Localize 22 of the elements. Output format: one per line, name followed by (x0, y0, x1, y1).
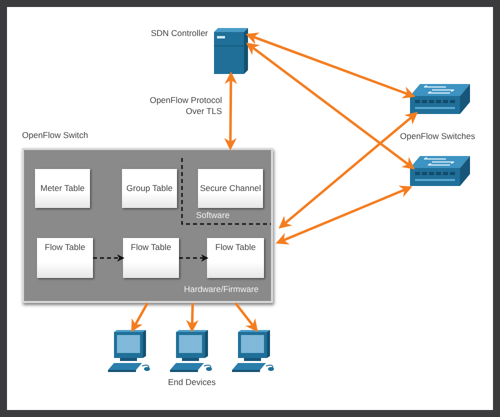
text-label: Hardware/Firmware (184, 284, 259, 295)
table-box: Group Table (122, 169, 177, 208)
arrow (224, 72, 238, 150)
arrow (179, 254, 208, 262)
table-box: Secure Channel (198, 169, 263, 208)
arrow (186, 302, 198, 332)
text-label: Software (196, 210, 230, 221)
table-box: Meter Table (35, 169, 90, 208)
table-box: Flow Table (37, 238, 93, 278)
arrow (93, 254, 124, 262)
table-box: Flow Table (123, 238, 179, 278)
arrow (278, 112, 418, 229)
arrow (234, 302, 258, 332)
table-box: Flow Table (207, 238, 264, 278)
arrow (131, 302, 149, 332)
arrow (246, 42, 415, 170)
text-label: OpenFlow Switches (400, 131, 476, 142)
arrow (246, 32, 416, 98)
text-label: End Devices (168, 377, 216, 388)
node-label: SDN Controller (150, 28, 208, 39)
panel-heading: OpenFlow Switch (22, 130, 88, 141)
arrow (276, 186, 412, 244)
